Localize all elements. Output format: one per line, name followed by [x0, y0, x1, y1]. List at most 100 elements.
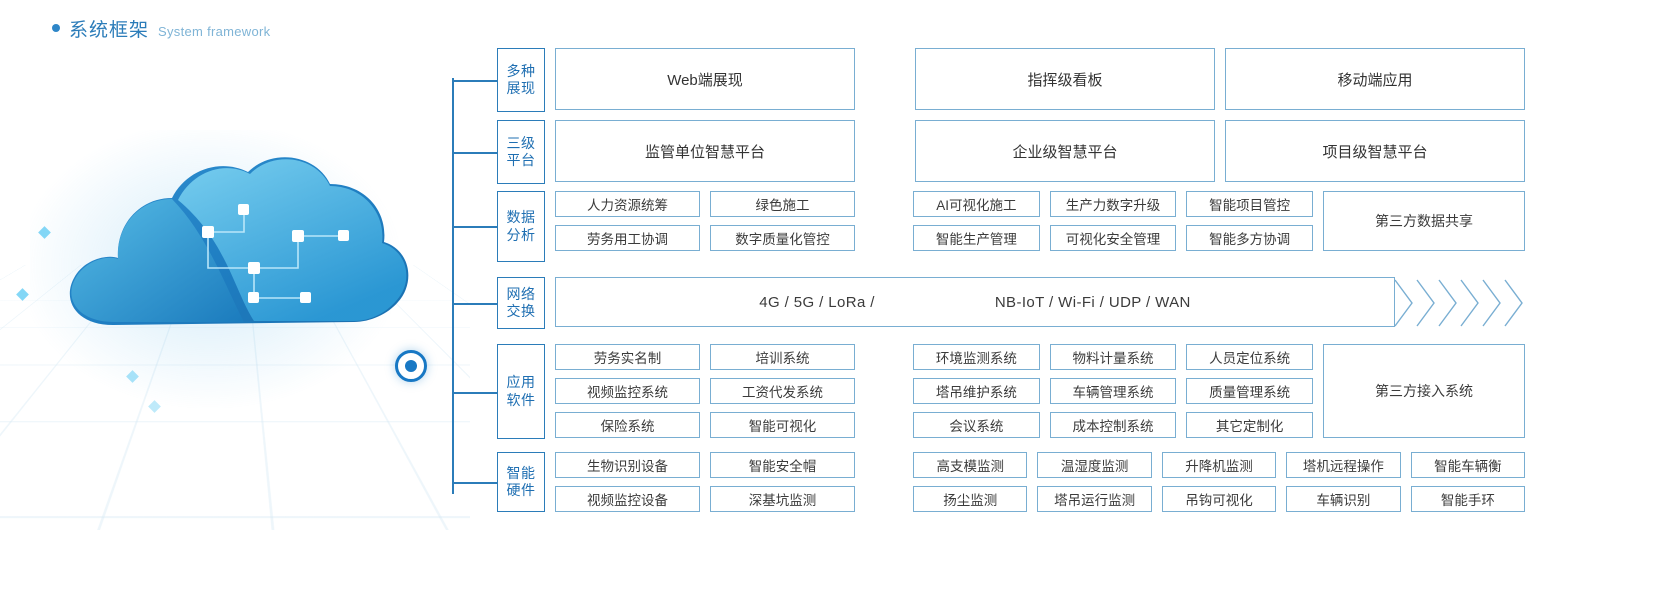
row-label-line1: 智能 — [506, 464, 536, 481]
row-spacer — [855, 120, 915, 184]
card-smart-wristband[interactable]: 智能手环 — [1410, 486, 1526, 512]
row-spacer — [855, 344, 913, 439]
connector-branch — [452, 303, 498, 305]
chevron-right-icon — [1482, 279, 1501, 327]
card-web-presentation[interactable]: Web端展现 — [555, 48, 855, 110]
card-project-platform[interactable]: 项目级智慧平台 — [1225, 120, 1525, 182]
card-high-formwork-monitor[interactable]: 高支模监测 — [913, 452, 1028, 478]
card-crane-operation-monitor[interactable]: 塔吊运行监测 — [1037, 486, 1152, 512]
connector-tree — [452, 60, 500, 512]
card-hr-coordination[interactable]: 人力资源统筹 — [555, 191, 700, 217]
card-labor-realname[interactable]: 劳务实名制 — [555, 344, 700, 370]
connector-branch — [452, 226, 498, 228]
row-label-line2: 平台 — [506, 152, 536, 168]
card-insurance-system[interactable]: 保险系统 — [555, 412, 700, 438]
card-ai-visual-construction[interactable]: AI可视化施工 — [913, 191, 1040, 217]
card-training-system[interactable]: 培训系统 — [710, 344, 855, 370]
row-label-line1: 数据 — [506, 209, 536, 226]
card-command-dashboard[interactable]: 指挥级看板 — [915, 48, 1215, 110]
card-crane-maintenance-system[interactable]: 塔吊维护系统 — [913, 378, 1040, 404]
chevron-right-icon — [1394, 279, 1413, 327]
card-video-monitor-device[interactable]: 视频监控设备 — [555, 486, 700, 512]
card-personnel-positioning-system[interactable]: 人员定位系统 — [1186, 344, 1314, 370]
grid-line: 劳务用工协调 数字质量化管控 — [555, 225, 855, 251]
row-spacer — [855, 48, 915, 112]
card-hook-visualization[interactable]: 吊钩可视化 — [1161, 486, 1277, 512]
cloud-shape — [58, 140, 418, 390]
card-dust-monitor[interactable]: 扬尘监测 — [913, 486, 1028, 512]
card-hoist-monitor[interactable]: 升降机监测 — [1161, 452, 1277, 478]
row-platform: 三级 平台 监管单位智慧平台 企业级智慧平台 项目级智慧平台 — [497, 120, 1525, 184]
card-regulator-platform[interactable]: 监管单位智慧平台 — [555, 120, 855, 182]
card-vehicle-recognition[interactable]: 车辆识别 — [1286, 486, 1401, 512]
grid-line: 保险系统 智能可视化 — [555, 412, 855, 438]
card-smart-project-control[interactable]: 智能项目管控 — [1186, 191, 1314, 217]
app-software-left-grid: 劳务实名制 培训系统 视频监控系统 工资代发系统 保险系统 智能可视化 — [555, 344, 855, 439]
network-text-right: NB-IoT / Wi-Fi / UDP / WAN — [994, 293, 1191, 311]
card-cost-control-system[interactable]: 成本控制系统 — [1049, 412, 1177, 438]
row-data-analysis: 数据 分析 人力资源统筹 绿色施工 劳务用工协调 数字质量化管控 AI可视化施工… — [497, 191, 1525, 262]
card-third-party-data-sharing[interactable]: 第三方数据共享 — [1323, 191, 1525, 251]
grid-line: 环境监测系统 物料计量系统 人员定位系统 — [913, 344, 1314, 370]
row-smart-hardware: 智能 硬件 生物识别设备 智能安全帽 视频监控设备 深基坑监测 高支模监测 温湿… — [497, 452, 1526, 512]
row-label-presentation: 多种 展现 — [497, 48, 545, 112]
card-smart-helmet[interactable]: 智能安全帽 — [710, 452, 855, 478]
card-labor-coordination[interactable]: 劳务用工协调 — [555, 225, 700, 251]
grid-line: 生物识别设备 智能安全帽 — [555, 452, 855, 478]
row-label-platform: 三级 平台 — [497, 120, 545, 184]
card-mobile-app[interactable]: 移动端应用 — [1225, 48, 1525, 110]
connector-branch — [452, 80, 498, 82]
connector-branch — [452, 482, 498, 484]
row-label-line2: 硬件 — [506, 482, 536, 498]
row-label-line2: 交换 — [506, 303, 536, 319]
data-analysis-right-grid: AI可视化施工 生产力数字升级 智能项目管控 智能生产管理 可视化安全管理 智能… — [913, 191, 1314, 262]
card-quality-management-system[interactable]: 质量管理系统 — [1186, 378, 1314, 404]
cloud-network-illustration — [0, 110, 470, 530]
row-spacer — [855, 191, 913, 262]
connector-branch — [452, 392, 498, 394]
card-temp-humidity-monitor[interactable]: 温湿度监测 — [1037, 452, 1152, 478]
card-payroll-system[interactable]: 工资代发系统 — [710, 378, 855, 404]
card-video-monitor-system[interactable]: 视频监控系统 — [555, 378, 700, 404]
card-vehicle-management-system[interactable]: 车辆管理系统 — [1049, 378, 1177, 404]
row-label-network-exchange: 网络 交换 — [497, 277, 545, 329]
row-label-line2: 展现 — [506, 80, 536, 96]
card-enterprise-platform[interactable]: 企业级智慧平台 — [915, 120, 1215, 182]
row-label-application-software: 应用 软件 — [497, 344, 545, 439]
card-smart-visualization[interactable]: 智能可视化 — [710, 412, 855, 438]
card-material-metering-system[interactable]: 物料计量系统 — [1049, 344, 1177, 370]
card-other-customization[interactable]: 其它定制化 — [1186, 412, 1314, 438]
card-visual-safety-mgmt[interactable]: 可视化安全管理 — [1049, 225, 1177, 251]
card-deep-foundation-monitor[interactable]: 深基坑监测 — [710, 486, 855, 512]
grid-line: 视频监控系统 工资代发系统 — [555, 378, 855, 404]
row-label-line1: 多种 — [506, 62, 536, 79]
card-biometric-device[interactable]: 生物识别设备 — [555, 452, 700, 478]
smart-hardware-left-grid: 生物识别设备 智能安全帽 视频监控设备 深基坑监测 — [555, 452, 855, 512]
card-tower-remote-operation[interactable]: 塔机远程操作 — [1286, 452, 1401, 478]
row-spacer — [855, 452, 913, 512]
row-label-line1: 三级 — [506, 134, 536, 151]
page-title: 系统框架 System framework — [52, 15, 270, 42]
bullet-dot-icon — [52, 24, 60, 32]
card-third-party-access-system[interactable]: 第三方接入系统 — [1323, 344, 1525, 438]
card-smart-production-mgmt[interactable]: 智能生产管理 — [913, 225, 1040, 251]
card-smart-weighbridge[interactable]: 智能车辆衡 — [1410, 452, 1526, 478]
row-label-data-analysis: 数据 分析 — [497, 191, 545, 262]
card-environment-monitor-system[interactable]: 环境监测系统 — [913, 344, 1040, 370]
connector-trunk — [452, 78, 454, 494]
card-digital-quality-control[interactable]: 数字质量化管控 — [710, 225, 855, 251]
smart-hardware-right-grid: 高支模监测 温湿度监测 升降机监测 塔机远程操作 智能车辆衡 扬尘监测 塔吊运行… — [913, 452, 1526, 512]
network-protocol-bar: 4G / 5G / LoRa / NB-IoT / Wi-Fi / UDP / … — [555, 277, 1395, 327]
row-network-exchange: 网络 交换 4G / 5G / LoRa / NB-IoT / Wi-Fi / … — [497, 277, 1525, 329]
card-meeting-system[interactable]: 会议系统 — [913, 412, 1040, 438]
card-productivity-upgrade[interactable]: 生产力数字升级 — [1049, 191, 1177, 217]
row-application-software: 应用 软件 劳务实名制 培训系统 视频监控系统 工资代发系统 保险系统 智能可视… — [497, 344, 1525, 439]
grid-line: 视频监控设备 深基坑监测 — [555, 486, 855, 512]
card-green-construction[interactable]: 绿色施工 — [710, 191, 855, 217]
grid-line: 智能生产管理 可视化安全管理 智能多方协调 — [913, 225, 1314, 251]
card-smart-multiparty-coord[interactable]: 智能多方协调 — [1186, 225, 1314, 251]
grid-line: AI可视化施工 生产力数字升级 智能项目管控 — [913, 191, 1314, 217]
chevron-right-icon — [1504, 279, 1523, 327]
grid-line: 塔吊维护系统 车辆管理系统 质量管理系统 — [913, 378, 1314, 404]
app-software-right-grid: 环境监测系统 物料计量系统 人员定位系统 塔吊维护系统 车辆管理系统 质量管理系… — [913, 344, 1314, 439]
